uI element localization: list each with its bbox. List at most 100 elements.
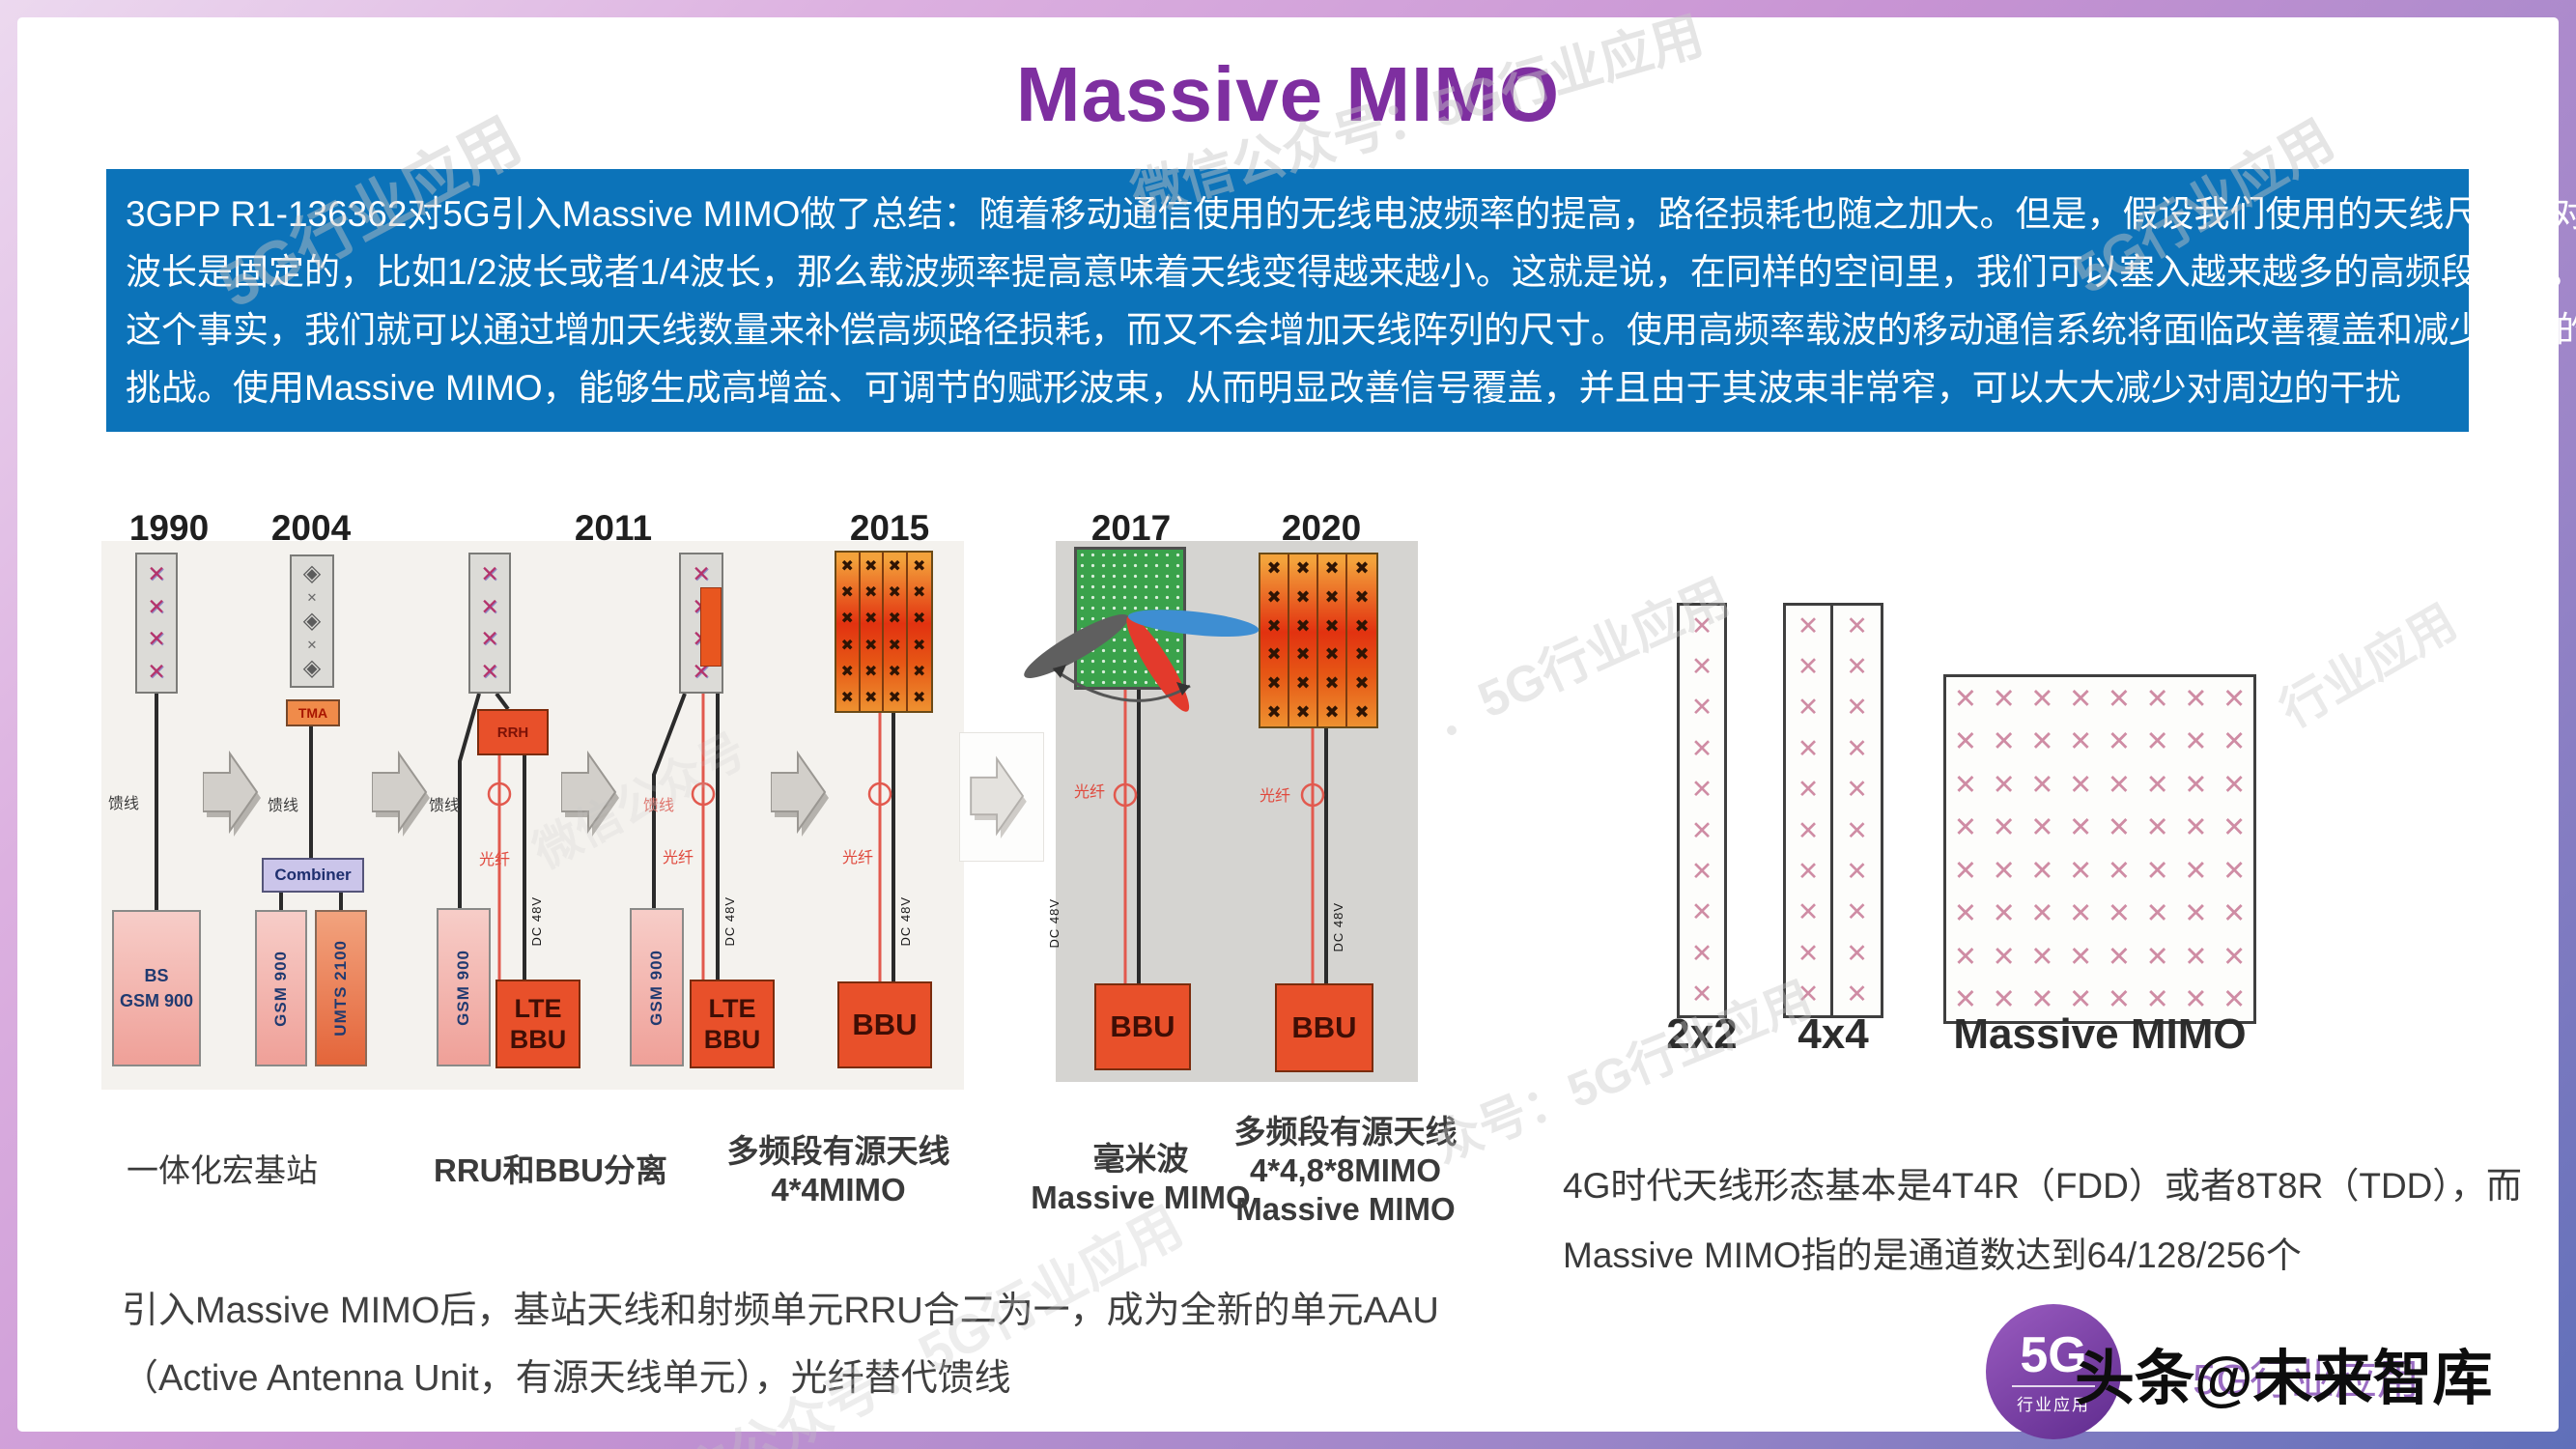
antenna-element-icon: ✕ [1953,898,1978,930]
antenna-element-icon: ✕ [1690,857,1713,887]
cable-lines [155,690,1328,983]
antenna-element-icon: ✕ [1992,898,2016,930]
arrow-icon [372,750,430,837]
stage-label-line: 多频段有源天线 [1233,1114,1458,1150]
antenna-element-icon: ✕ [1992,855,2016,887]
antenna-element-icon: ✕ [1953,984,1978,1016]
antenna-element-icon: ✕ [147,561,166,587]
antenna-element-icon: ✕ [1992,683,2016,715]
antenna-element-icon: ✕ [2184,726,2208,758]
dc48v-label: DC 48V [1331,902,1345,952]
array-4x4-label: 4x4 [1798,1010,1869,1058]
gsm900-label: GSM 900 [647,949,665,1026]
antenna-2011: ✕✕✕✕ [468,553,511,694]
antenna-element-icon: ✕ [2068,812,2093,844]
antenna-element-icon: ✖ [1354,615,1370,636]
antenna-element-icon: ✕ [480,626,499,652]
antenna-element-icon: ✕ [1786,606,1833,647]
gsm900-box: GSM 900 [630,908,684,1066]
antenna-element-icon: ✕ [1786,728,1833,770]
antenna-element-icon: ✕ [2068,683,2093,715]
antenna-element-icon: ✕ [1953,812,1978,844]
stage-label-line: 4*4MIMO [771,1172,906,1208]
dc48v-label: DC 48V [1047,898,1062,949]
antenna-element-icon: ✕ [1690,611,1713,640]
antenna-element-icon: ✕ [2068,984,2093,1016]
feeder-label: 馈线 [429,798,461,814]
stage-label-4x4mimo: 多频段有源天线 4*4MIMO [713,1132,964,1209]
antenna-element-icon: ✖ [861,658,884,685]
lte-bbu-label: LTE [514,994,562,1023]
umts2100-box: UMTS 2100 [315,910,367,1066]
antenna-element-icon: ✖ [884,631,908,659]
logo-5g-text: 5G [2020,1326,2087,1383]
fiber-label: 光纤 [1074,784,1106,801]
year-2015: 2015 [849,508,930,548]
antenna-element-icon: ✕ [2145,683,2169,715]
antenna-element-icon: ✕ [2107,726,2132,758]
umts2100-label: UMTS 2100 [331,940,350,1037]
antenna-element-icon: ✕ [2222,855,2247,887]
antenna-2004: ◈ ✕ ◈ ✕ ◈ [290,554,334,688]
feeder-label: 馈线 [108,796,140,812]
rrh-box: RRH [477,709,549,755]
year-2011: 2011 [574,508,653,548]
stage-label-rru-bbu: RRU和BBU分离 [425,1151,676,1190]
antenna-element-icon: ✖ [1260,582,1289,612]
antenna-element-icon: ✕ [1992,984,2016,1016]
antenna-element-icon: ✖ [836,631,861,659]
antenna-element-icon: ✖ [861,579,884,606]
bbu-box: BBU [1275,983,1373,1072]
gsm900-box: GSM 900 [255,910,307,1066]
antenna-element-icon: ✖ [884,579,908,606]
antenna-element-icon: ✕ [1846,980,1868,1009]
beamforming-icon [1024,610,1260,712]
antenna-element-icon: ✕ [1690,693,1713,723]
antenna-element-icon: ✕ [1786,810,1833,852]
right-note-line: 4G时代天线形态基本是4T4R（FDD）或者8T8R（TDD），而 [1563,1166,2522,1206]
stage-label-mmwave: 毫米波 Massive MIMO [1010,1140,1271,1217]
antenna-element-icon: ✕ [2145,812,2169,844]
lte-bbu-box: LTE BBU [690,980,775,1068]
bottom-note-line: 引入Massive MIMO后，基站天线和射频单元RRU合二为一，成为全新的单元… [122,1291,1439,1331]
combiner-label: Combiner [274,866,352,884]
gsm900-label: GSM 900 [454,949,472,1026]
antenna-element-icon: ✕ [1953,683,1978,715]
antenna-element-icon: ✕ [2184,855,2208,887]
antenna-element-icon: ✖ [1354,701,1370,722]
array-2x2: ✕✕✕✕✕✕✕✕✕✕ [1677,603,1727,1018]
antenna-element-icon: ✕ [2107,984,2132,1016]
antenna-element-icon: ✖ [836,579,861,606]
antenna-element-icon: ✕ [2145,855,2169,887]
antenna-element-icon: ✖ [1260,639,1289,669]
lte-bbu-box: LTE BBU [495,980,580,1068]
stage-label-line: 多频段有源天线 [726,1133,950,1169]
antenna-element-icon: ✖ [1318,582,1347,612]
antenna-element-icon: ✖ [861,684,884,711]
antenna-element-icon: ✕ [2030,984,2054,1016]
cross-icon: ✕ [306,638,318,652]
antenna-element-icon: ✕ [2068,855,2093,887]
antenna-element-icon: ✕ [2145,898,2169,930]
antenna-element-icon: ✕ [1846,857,1868,887]
logo-divider [2012,1384,2095,1387]
antenna-element-icon: ✖ [1289,582,1318,612]
year-2004: 2004 [270,508,352,548]
antenna-element-icon: ✕ [2030,941,2054,973]
antenna-element-icon: ✕ [2107,898,2132,930]
lte-bbu-label: LTE [708,994,756,1023]
bbu-label: BBU [852,1008,918,1041]
intro-panel: 3GPP R1-136362对5G引入Massive MIMO做了总结：随着移动… [106,169,2576,432]
array-massive-mimo: ✕✕✕✕✕✕✕✕✕✕✕✕✕✕✕✕✕✕✕✕✕✕✕✕✕✕✕✕✕✕✕✕✕✕✕✕✕✕✕✕… [1943,674,2256,1024]
lte-bbu-label: BBU [509,1025,567,1054]
antenna-1990: ✕✕✕✕ [135,553,178,694]
cross-icon: ✕ [306,590,318,605]
watermark: 5G行业应用 [2193,1356,2420,1404]
antenna-element-icon: ✕ [1992,726,2016,758]
antenna-element-icon: ✕ [2184,769,2208,801]
year-2020: 2020 [1281,508,1362,548]
stage-label-line: 一体化宏基站 [127,1152,318,1188]
antenna-element-icon: ✖ [1318,697,1347,726]
right-note: 4G时代天线形态基本是4T4R（FDD）或者8T8R（TDD），而 Massiv… [1563,1151,2522,1291]
antenna-element-icon: ✕ [1846,775,1868,805]
